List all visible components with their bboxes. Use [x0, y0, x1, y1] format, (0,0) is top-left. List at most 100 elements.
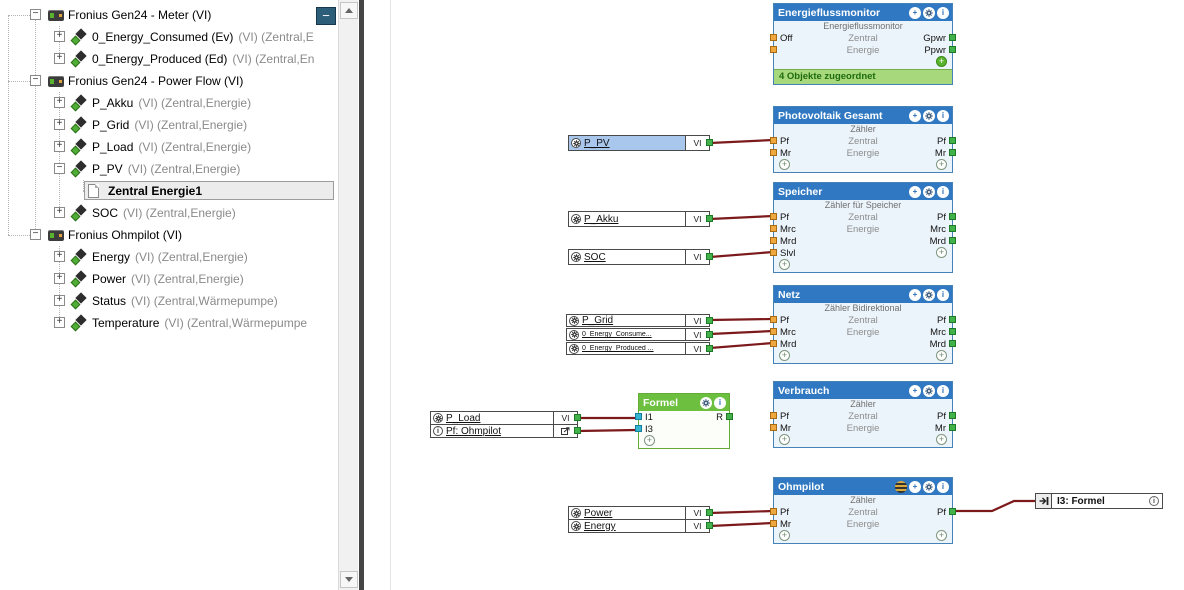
move-icon[interactable]: + — [909, 384, 921, 397]
output-port-marker[interactable] — [949, 46, 956, 53]
add-input-button[interactable]: + — [644, 435, 655, 446]
ref-output-port[interactable] — [706, 344, 713, 352]
info-icon[interactable]: i — [937, 185, 949, 198]
tree-item-0-energy-produced-ed[interactable]: +0_Energy_Produced (Ed)(VI) (Zentral,En — [0, 48, 338, 70]
input-port-marker[interactable] — [770, 316, 777, 323]
block-header[interactable]: Verbrauch+i — [774, 382, 952, 399]
tree-item-0-energy-consumed-ev[interactable]: +0_Energy_Consumed (Ev)(VI) (Zentral,E — [0, 26, 338, 48]
output-port-marker[interactable] — [949, 213, 956, 220]
add-output-button[interactable]: + — [936, 247, 947, 258]
gear-icon[interactable] — [923, 6, 935, 19]
output-port-marker[interactable] — [949, 412, 956, 419]
move-icon[interactable]: + — [909, 288, 921, 301]
collapse-toggle-icon[interactable]: − — [30, 9, 41, 20]
input-port-marker[interactable] — [770, 508, 777, 515]
tree-item-p-grid[interactable]: +P_Grid(VI) (Zentral,Energie) — [0, 114, 338, 136]
stripes-icon[interactable] — [895, 480, 907, 493]
expand-toggle-icon[interactable]: + — [54, 207, 65, 218]
block-header[interactable]: Ohmpilot+i — [774, 478, 952, 495]
gear-icon[interactable] — [571, 252, 581, 262]
output-port-marker[interactable] — [949, 149, 956, 156]
add-output-button[interactable]: + — [936, 434, 947, 445]
info-icon[interactable]: i — [937, 6, 949, 19]
assigned-objects-bar[interactable]: 4 Objekte zugeordnet — [774, 69, 952, 84]
info-icon[interactable]: i — [937, 109, 949, 122]
expand-toggle-icon[interactable]: + — [54, 141, 65, 152]
scroll-down-button[interactable] — [340, 571, 358, 588]
expand-toggle-icon[interactable]: + — [54, 53, 65, 64]
ref-output-port[interactable] — [706, 215, 713, 222]
ref-output-port[interactable] — [706, 139, 713, 146]
add-input-button[interactable]: + — [779, 530, 790, 541]
input-port-marker[interactable] — [770, 137, 777, 144]
block-header[interactable]: Photovoltaik Gesamt+i — [774, 107, 952, 124]
info-icon[interactable]: i — [937, 480, 949, 493]
output-port-marker[interactable] — [949, 340, 956, 347]
output-port-marker[interactable] — [949, 508, 956, 515]
input-port-marker[interactable] — [770, 34, 777, 41]
ref-output-port[interactable] — [706, 253, 713, 260]
gear-icon[interactable] — [923, 288, 935, 301]
expand-toggle-icon[interactable]: + — [54, 31, 65, 42]
tree-item-power[interactable]: +Power(VI) (Zentral,Energie) — [0, 268, 338, 290]
input-port-marker[interactable] — [635, 413, 642, 420]
output-port-marker[interactable] — [949, 137, 956, 144]
panel-splitter[interactable] — [359, 0, 364, 590]
add-output-button[interactable]: + — [936, 159, 947, 170]
gear-icon[interactable] — [571, 214, 581, 224]
expand-toggle-icon[interactable]: + — [54, 273, 65, 284]
add-input-button[interactable]: + — [779, 350, 790, 361]
tree-item-zentral-energie1[interactable]: Zentral Energie1 — [0, 180, 338, 202]
gear-icon[interactable] — [571, 521, 581, 531]
tree-item-fronius-gen24-meter-vi[interactable]: −Fronius Gen24 - Meter (VI) — [0, 4, 338, 26]
block-header[interactable]: Netz+i — [774, 286, 952, 303]
tree-item-fronius-gen24-power-flow-vi[interactable]: −Fronius Gen24 - Power Flow (VI) — [0, 70, 338, 92]
input-port-marker[interactable] — [770, 412, 777, 419]
output-port-marker[interactable] — [726, 413, 733, 420]
add-input-button[interactable]: + — [779, 434, 790, 445]
output-port-marker[interactable] — [949, 34, 956, 41]
tree-item-fronius-ohmpilot-vi[interactable]: −Fronius Ohmpilot (VI) — [0, 224, 338, 246]
gear-icon[interactable] — [569, 329, 579, 340]
expand-toggle-icon[interactable]: + — [54, 119, 65, 130]
tree-item-temperature[interactable]: +Temperature(VI) (Zentral,Wärmepumpe — [0, 312, 338, 334]
input-port-marker[interactable] — [770, 520, 777, 527]
input-ref-0-energy-consume[interactable]: 0_Energy_Consume...VI — [566, 328, 713, 341]
output-port-marker[interactable] — [949, 424, 956, 431]
gear-icon[interactable] — [923, 384, 935, 397]
output-port-marker[interactable] — [949, 328, 956, 335]
expand-toggle-icon[interactable]: + — [54, 317, 65, 328]
info-icon[interactable]: i — [937, 384, 949, 397]
add-input-button[interactable]: + — [779, 259, 790, 270]
ref-output-port[interactable] — [706, 330, 713, 338]
move-icon[interactable]: + — [909, 480, 921, 493]
collapse-toggle-icon[interactable]: − — [30, 75, 41, 86]
input-port-marker[interactable] — [770, 225, 777, 232]
expand-toggle-icon[interactable]: + — [54, 295, 65, 306]
add-output-button[interactable]: + — [936, 56, 947, 67]
gear-icon[interactable] — [923, 480, 935, 493]
output-port-marker[interactable] — [949, 225, 956, 232]
output-port-marker[interactable] — [949, 316, 956, 323]
add-output-button[interactable]: + — [936, 350, 947, 361]
output-port-marker[interactable] — [949, 237, 956, 244]
gear-icon[interactable] — [569, 315, 579, 326]
input-port-marker[interactable] — [770, 328, 777, 335]
add-output-button[interactable]: + — [936, 530, 947, 541]
expand-toggle-icon[interactable]: + — [54, 97, 65, 108]
tree-item-energy[interactable]: +Energy(VI) (Zentral,Energie) — [0, 246, 338, 268]
tree-item-p-pv[interactable]: −P_PV(VI) (Zentral,Energie) — [0, 158, 338, 180]
tree-item-status[interactable]: +Status(VI) (Zentral,Wärmepumpe) — [0, 290, 338, 312]
